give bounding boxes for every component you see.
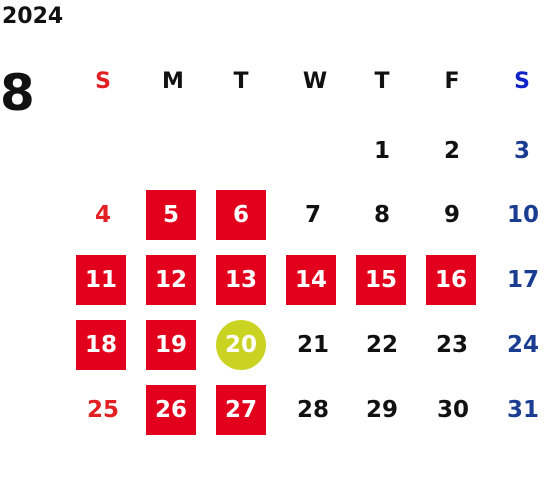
weekday-header-friday: F	[444, 69, 460, 94]
weekday-header-thursday: T	[374, 69, 390, 94]
day-cell[interactable]: 18	[76, 320, 126, 370]
day-cell[interactable]: 29	[365, 397, 398, 423]
weekday-header-tuesday: T	[233, 69, 249, 94]
day-cell[interactable]: 19	[146, 320, 196, 370]
day-cell[interactable]: 11	[76, 255, 126, 305]
day-cell[interactable]: 16	[426, 255, 476, 305]
day-cell[interactable]: 10	[506, 202, 539, 228]
day-cell[interactable]: 26	[146, 385, 196, 435]
weekday-header-wednesday: W	[302, 69, 328, 94]
day-cell[interactable]: 3	[513, 138, 530, 164]
day-cell[interactable]: 14	[286, 255, 336, 305]
day-cell[interactable]: 27	[216, 385, 266, 435]
calendar-month: 8	[0, 64, 35, 122]
calendar-year: 2024	[2, 4, 64, 29]
weekday-header-sunday: S	[95, 69, 111, 94]
day-cell[interactable]: 7	[304, 202, 321, 228]
day-cell[interactable]: 28	[296, 397, 329, 423]
day-cell[interactable]: 25	[86, 397, 119, 423]
day-cell[interactable]: 5	[146, 190, 196, 240]
day-cell[interactable]: 6	[216, 190, 266, 240]
weekday-header-saturday: S	[514, 69, 530, 94]
day-cell[interactable]: 8	[373, 202, 390, 228]
day-cell-today[interactable]: 20	[216, 320, 266, 370]
day-cell[interactable]: 12	[146, 255, 196, 305]
day-cell[interactable]: 24	[506, 332, 539, 358]
day-cell[interactable]: 23	[435, 332, 468, 358]
day-cell[interactable]: 30	[436, 397, 469, 423]
day-cell[interactable]: 15	[356, 255, 406, 305]
day-cell[interactable]: 1	[373, 138, 390, 164]
day-cell[interactable]: 4	[94, 202, 111, 228]
day-cell[interactable]: 21	[296, 332, 329, 358]
day-cell[interactable]: 9	[443, 202, 460, 228]
day-cell[interactable]: 31	[506, 397, 539, 423]
day-cell[interactable]: 2	[443, 138, 460, 164]
day-cell[interactable]: 17	[506, 267, 539, 293]
day-cell[interactable]: 13	[216, 255, 266, 305]
day-cell[interactable]: 22	[365, 332, 398, 358]
weekday-header-monday: M	[162, 69, 184, 94]
